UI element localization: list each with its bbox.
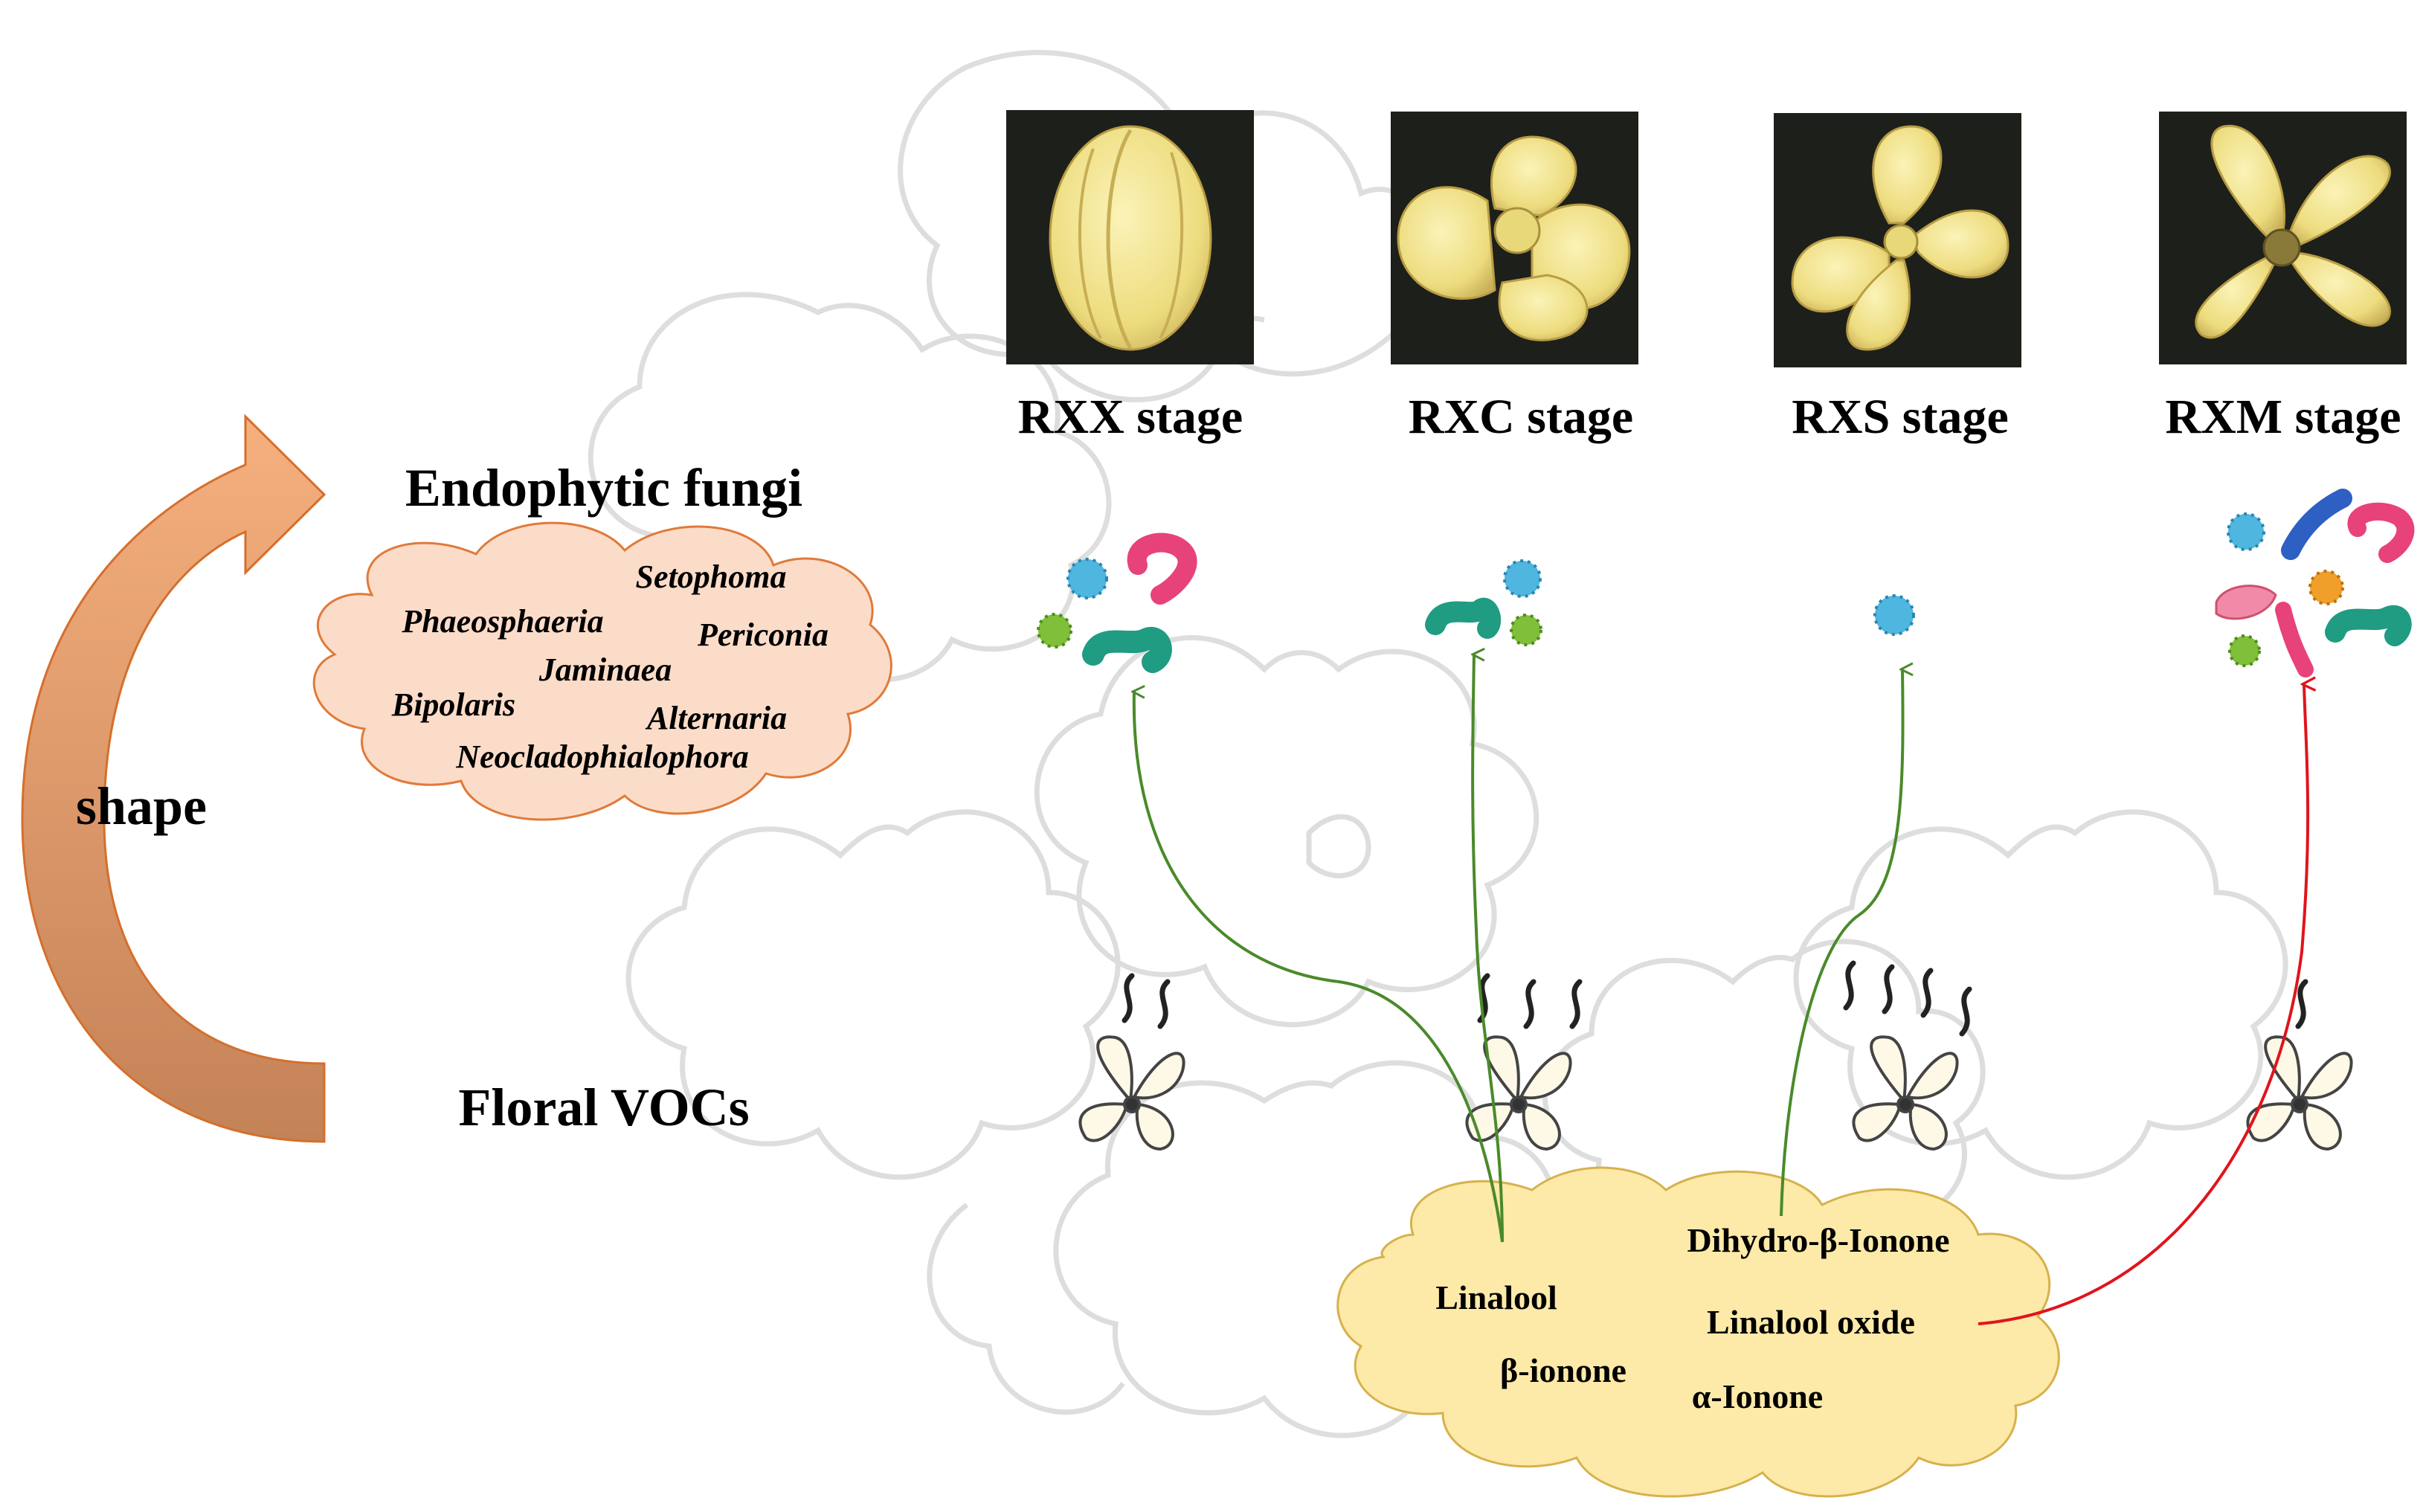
scent-wisps [1122,960,2308,1037]
genus-bipolaris: Bipolaris [391,686,515,723]
link-linalool-rxc [1473,654,1504,1243]
voc-cloud [1336,1166,2060,1498]
green-virus-icon [1510,614,1542,646]
microbe-cluster-rxc [1425,559,1542,646]
sketch-flower-rxm [2246,1035,2353,1151]
blue-virus-icon [1066,558,1108,599]
pink-bacteria-icon [2347,502,2415,563]
stage-photo-rxm [2159,112,2407,364]
pink-cluster-icon [2215,585,2277,620]
stage-label-rxc: RXC stage [1409,390,1633,444]
teal-bacteria-icon [1425,597,1502,639]
floral-vocs-title: Floral VOCs [458,1078,749,1137]
genus-phaeosphaeria: Phaeosphaeria [401,603,603,640]
sketch-flower-rxs [1852,1035,1959,1151]
microbe-cluster-rxs [1873,594,1915,636]
stage-photo-rxs [1774,113,2021,367]
microbe-cluster-rxx [1037,533,1197,673]
genus-setophoma: Setophoma [636,559,787,595]
link-oxide-rxm [1978,684,2308,1325]
blue-bacillus-icon [2281,489,2352,560]
blue-virus-icon [1503,559,1542,598]
shape-cycle-arrow [21,414,326,1143]
genus-jaminaea: Jaminaea [538,652,672,688]
microbe-cluster-rxm [2215,489,2415,678]
sketch-flower-rxc [1465,1035,1572,1151]
link-dihydro-rxs [1780,669,1903,1217]
green-virus-icon [1037,613,1072,649]
voc-compound-list: Dihydro-β-Ionone Linalool Linalool oxide… [1435,1221,1949,1415]
voc-linalool: Linalool [1435,1278,1557,1316]
genus-neocladophialophora: Neocladophialophora [455,739,749,775]
link-linalool-rxx [1134,692,1504,1243]
shape-label: shape [76,776,207,836]
teal-bacteria-icon [2325,605,2412,646]
stage-label-rxx: RXX stage [1018,390,1243,444]
blue-virus-icon [2227,512,2265,551]
blue-virus-icon [1873,594,1915,636]
stage-label-rxm: RXM stage [2165,390,2401,444]
pink-bacteria-icon [1127,533,1197,605]
stage-photo-rxx [1006,110,1254,364]
voc-fungi-links [1134,654,2308,1325]
orange-virus-icon [2308,570,2344,605]
voc-beta-ionone: β-ionone [1500,1351,1626,1389]
sketch-flower-rxx [1078,1035,1185,1151]
voc-linalool-oxide: Linalool oxide [1707,1303,1915,1341]
fungi-genera-list: Setophoma Phaeosphaeria Periconia Jamina… [391,559,828,775]
genus-alternaria: Alternaria [645,700,787,736]
stage-photo-rxc [1391,112,1638,364]
genus-periconia: Periconia [697,617,828,653]
fungi-cloud [312,521,892,821]
voc-alpha-ionone: α-Ionone [1692,1377,1823,1415]
green-virus-icon [2228,634,2261,667]
voc-dihydro-beta-ionone: Dihydro-β-Ionone [1687,1221,1949,1259]
pink-rod-icon [2275,602,2314,678]
endophytic-fungi-title: Endophytic fungi [405,458,802,518]
teal-bacteria-icon [1082,627,1172,673]
stage-label-rxs: RXS stage [1792,390,2009,444]
